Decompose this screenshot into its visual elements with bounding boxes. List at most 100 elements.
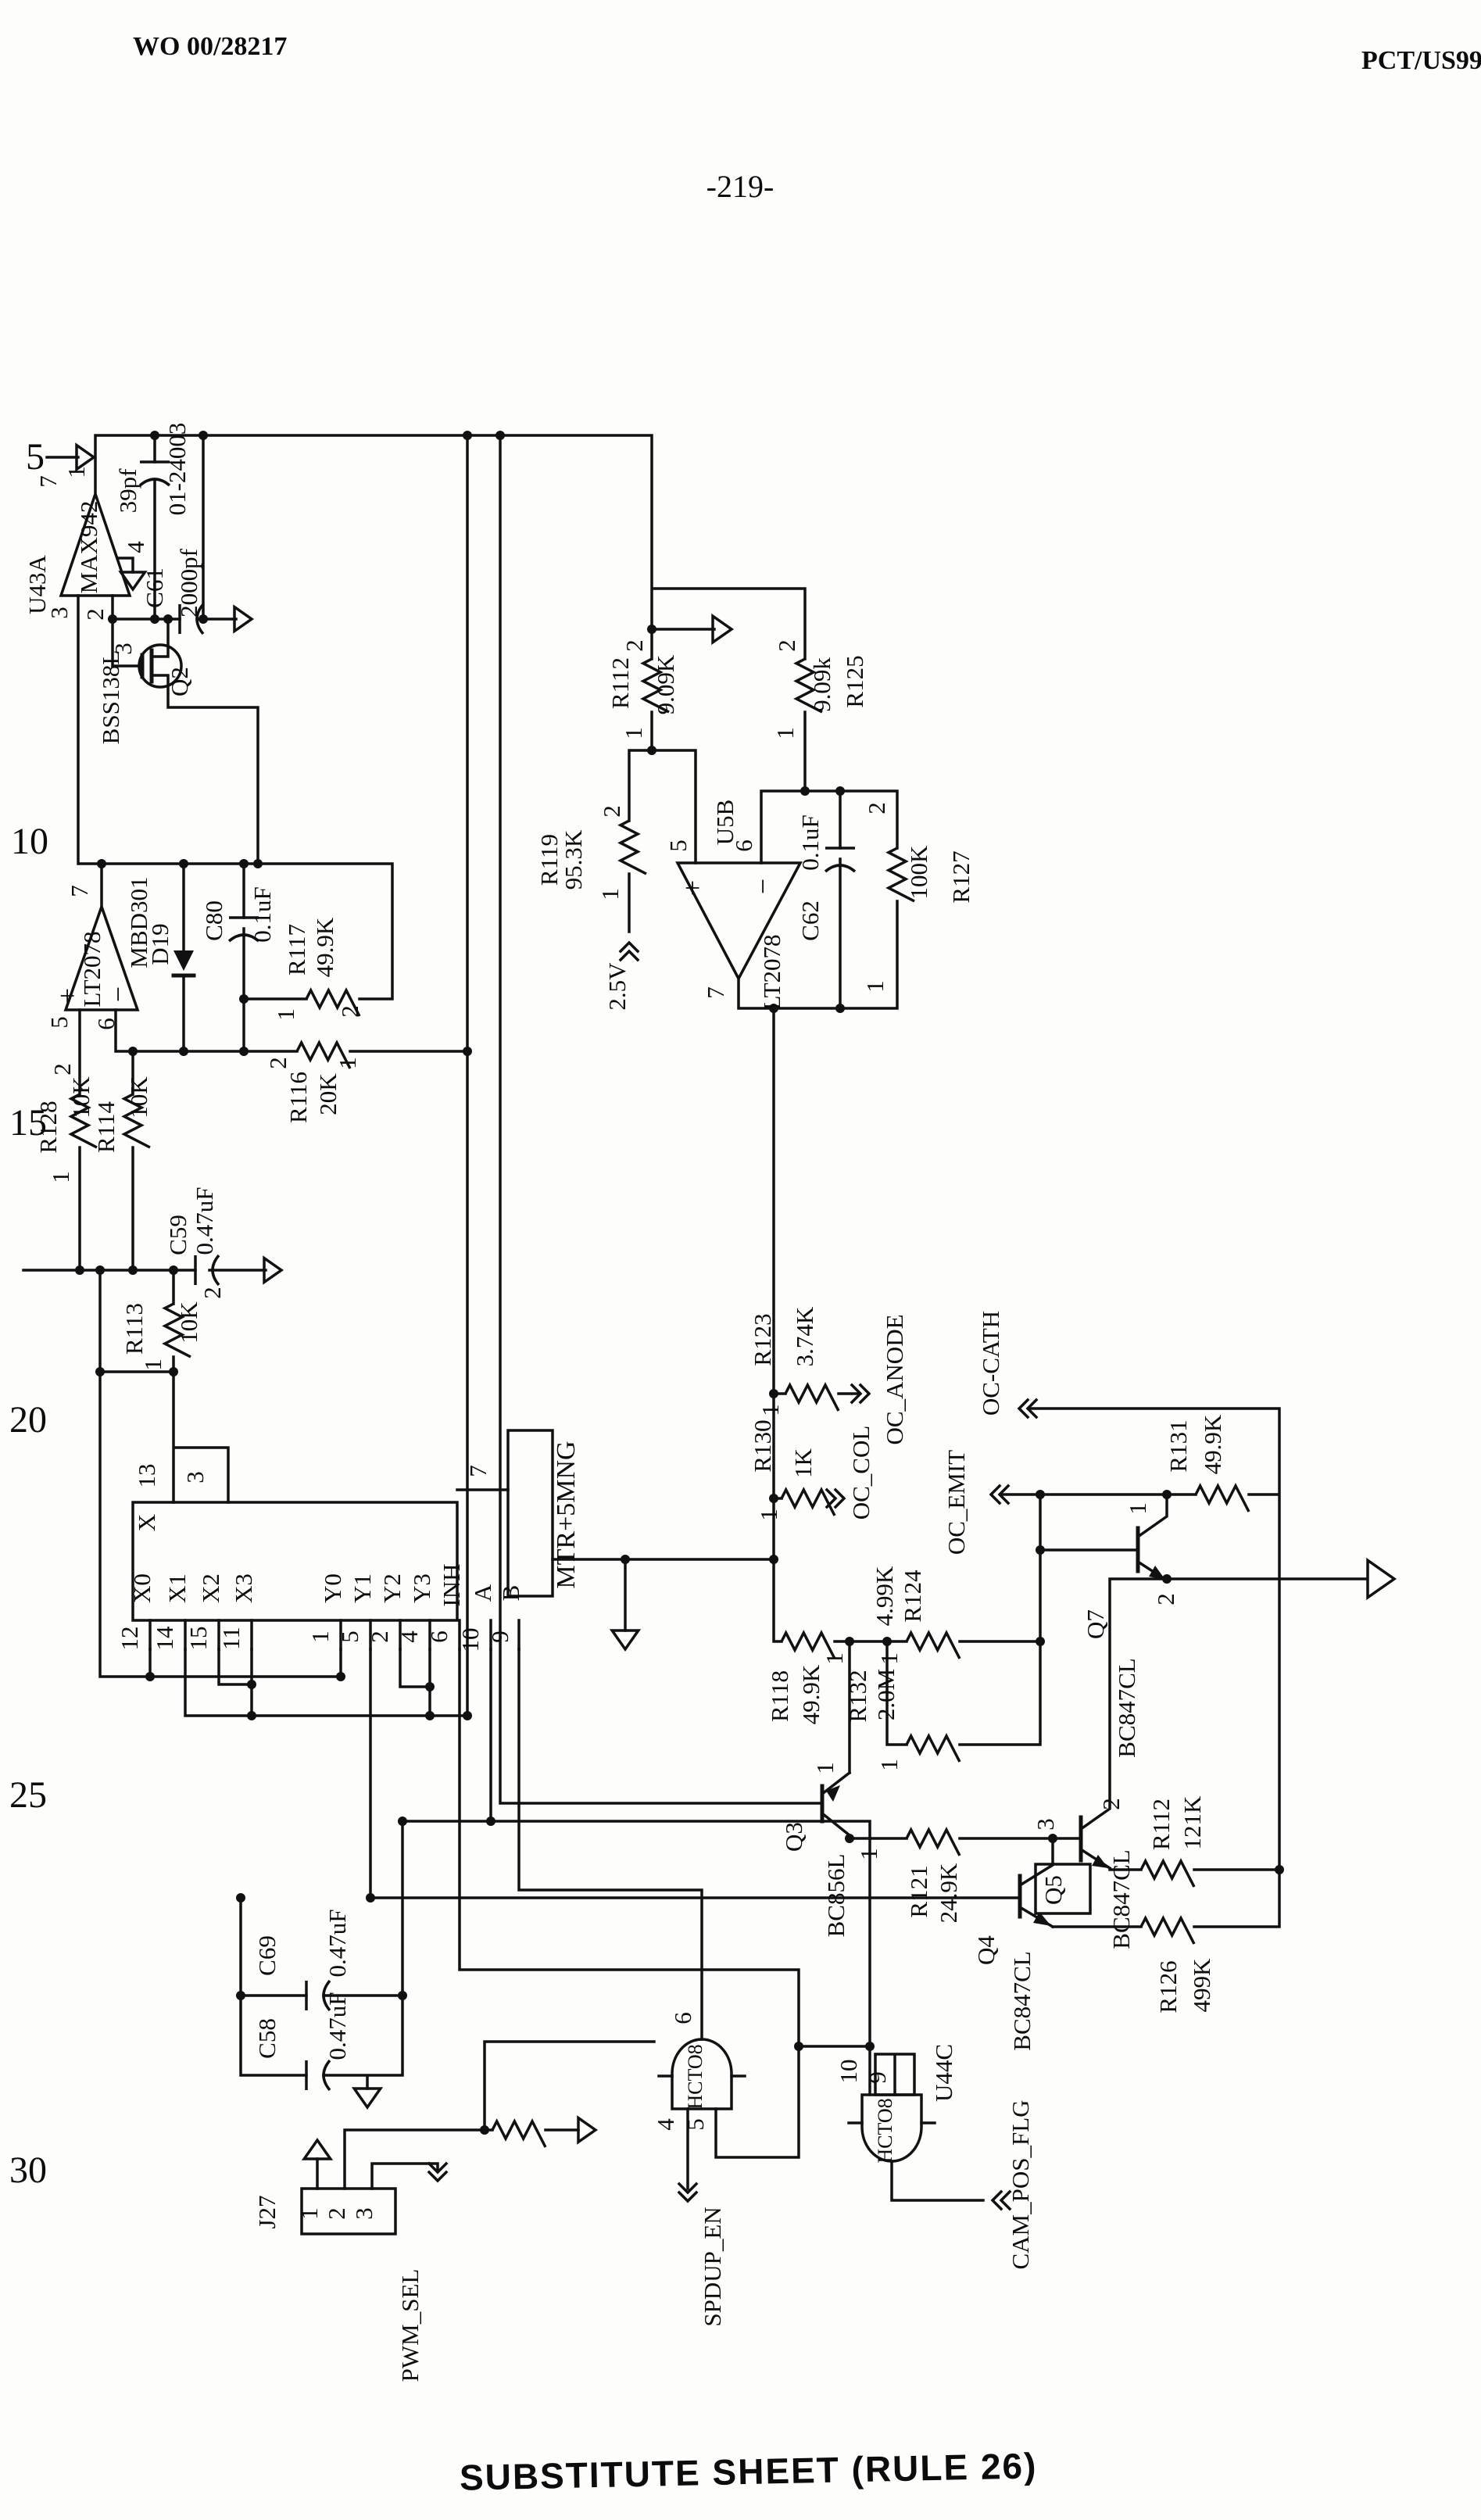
schematic-label: R113	[120, 1303, 148, 1355]
and-gate	[671, 2038, 733, 2110]
schematic-label: 6	[425, 1630, 453, 1643]
schematic-label: 2	[199, 1287, 226, 1299]
junction-dot	[463, 431, 472, 440]
wires	[22, 434, 1368, 2202]
schematic-label: R112	[1147, 1799, 1175, 1850]
opamp-triangle	[59, 489, 132, 597]
schematic-label: 1	[821, 1652, 848, 1665]
signal-chevron	[1017, 1398, 1039, 1419]
schematic-label: 2	[264, 1057, 292, 1069]
schematic-label: 39pf	[114, 468, 141, 514]
margin-line-number: 20	[9, 1399, 47, 1441]
schematic-label: Q5	[1039, 1875, 1067, 1905]
resistor	[295, 1040, 352, 1069]
mosfet-body	[138, 643, 183, 689]
schematic-label: Y1	[349, 1573, 376, 1603]
schematic-label: Q4	[972, 1935, 1000, 1965]
schematic-label: 11	[217, 1627, 245, 1650]
schematic-label: 2	[366, 1630, 393, 1643]
schematic-label: R130	[749, 1419, 776, 1472]
schematic-label: R121	[905, 1865, 932, 1917]
schematic-label: U5B	[711, 800, 739, 846]
schematic-label: R127	[947, 850, 975, 903]
schematic-label: R128	[34, 1101, 62, 1153]
schematic-label: 49.9K	[1199, 1414, 1226, 1474]
schematic-label: HCTO8	[874, 2098, 896, 2163]
schematic-label: R118	[766, 1670, 793, 1722]
component-box	[1034, 1863, 1092, 1915]
schematic-label: Q7	[1082, 1609, 1109, 1639]
schematic-label: 2	[863, 802, 890, 814]
junction-dot	[800, 786, 810, 796]
resistor	[1194, 1483, 1250, 1512]
margin-line-number: 5	[26, 436, 45, 478]
schematic-label: U43A	[23, 555, 51, 614]
junction-dot	[1036, 1490, 1045, 1499]
schematic-label: 7	[464, 1465, 492, 1477]
schematic-label: 1	[861, 980, 889, 993]
schematic-label: 2	[621, 639, 648, 652]
schematic-label: 01-24003	[163, 423, 191, 516]
schematic-label: 9	[864, 2071, 891, 2084]
schematic-label: OC_EMIT	[943, 1450, 970, 1555]
schematic-label: 20K	[314, 1073, 342, 1115]
junction-dot	[128, 1047, 138, 1056]
schematic-label: INH	[438, 1563, 465, 1606]
schematic-label: R125	[841, 655, 868, 707]
schematic-label: BC847CL	[1008, 1951, 1036, 2050]
schematic-label: 4.99K	[871, 1566, 898, 1626]
schematic-label: Y0	[319, 1573, 346, 1603]
schematic-label: BC856L	[822, 1854, 850, 1938]
junction-dot	[621, 1555, 630, 1564]
junction-dot	[169, 1367, 178, 1376]
schematic-label: 2	[48, 1063, 76, 1076]
junction-dot	[75, 1265, 84, 1275]
schematic-label: MTR+5MNG	[552, 1441, 581, 1588]
offpage-arrow	[233, 604, 255, 634]
schematic-label: 1	[755, 1509, 782, 1521]
header-left: WO 00/28217	[133, 32, 287, 61]
schematic-label: 1	[1124, 1502, 1151, 1515]
junction-dot	[169, 1265, 178, 1275]
signal-chevron	[850, 1383, 871, 1405]
schematic-label: OC_COL	[847, 1426, 875, 1520]
capacitor-plate	[322, 2059, 331, 2092]
resistor	[305, 987, 361, 1017]
junction-dot	[239, 1047, 249, 1056]
schematic-label: R132	[844, 1670, 871, 1722]
schematic-label: 1	[334, 1057, 361, 1069]
junction-dot	[239, 859, 249, 868]
signal-chevron	[989, 1484, 1011, 1505]
junction-dot	[97, 859, 106, 868]
schematic-label: HCTO8	[684, 2044, 707, 2109]
schematic-label: 1	[47, 1171, 74, 1183]
signal-chevron	[677, 2182, 699, 2203]
resistor	[905, 1827, 961, 1856]
schematic-label: 1	[295, 2207, 323, 2220]
schematic-label: 7	[702, 986, 729, 999]
schematic-label: R123	[749, 1313, 776, 1366]
capacitor-plate	[227, 933, 260, 943]
resistor	[780, 1630, 836, 1659]
junction-dot	[486, 1817, 495, 1826]
junction-dot	[95, 1367, 105, 1376]
junction-dot	[366, 1893, 375, 1903]
junction-dot	[463, 1047, 472, 1056]
schematic-label: 0.47uF	[324, 1910, 351, 1978]
schematic-label: 2.5V	[603, 962, 631, 1011]
schematic-label: 1	[139, 1358, 166, 1371]
junction-dot	[247, 1711, 256, 1720]
schematic-label: X	[133, 1514, 160, 1531]
resistor	[784, 1382, 840, 1412]
schematic-label: 14	[151, 1626, 178, 1651]
schematic-label: +	[52, 988, 83, 1004]
schematic-label: R112	[606, 657, 634, 709]
footer-text: SUBSTITUTE SHEET (RULE 26)	[459, 2445, 1037, 2497]
emitter-arrow	[826, 1785, 840, 1802]
schematic-label: 2	[1152, 1593, 1179, 1605]
resistor	[640, 657, 670, 714]
schematic-label: 9.09k	[808, 657, 835, 712]
schematic-label: 1	[757, 1404, 784, 1416]
resistor	[905, 1733, 961, 1763]
